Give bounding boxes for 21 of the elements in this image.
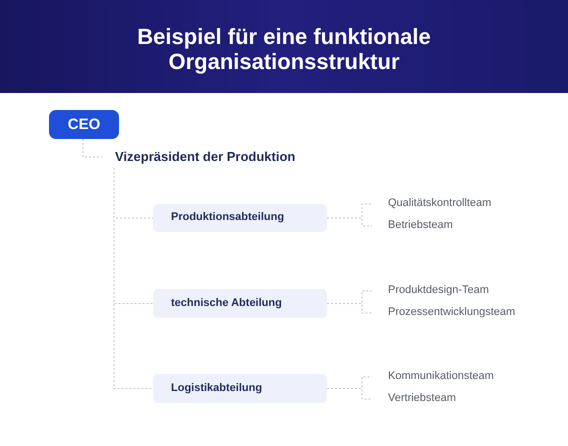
role-label: CEO bbox=[68, 117, 100, 132]
team-label: Produktdesign-Team bbox=[388, 284, 489, 298]
team-label: Kommunikationsteam bbox=[388, 370, 494, 384]
connector-line bbox=[326, 218, 372, 226]
department-box bbox=[153, 289, 327, 318]
role-box bbox=[49, 110, 119, 139]
title: Beispiel für eine funktionale Organisationsstruktur bbox=[136, 24, 432, 74]
department-label: Produktionsabteilung bbox=[171, 211, 284, 225]
role-label: Vizepräsident der Produktion bbox=[115, 148, 296, 166]
department-box bbox=[153, 374, 327, 403]
connector-line bbox=[114, 168, 154, 389]
connector-line bbox=[326, 303, 372, 314]
team-label: Prozessentwicklungsteam bbox=[388, 306, 516, 320]
department-label: Logistikabteilung bbox=[171, 382, 262, 396]
team-label: Vertriebsteam bbox=[388, 392, 456, 406]
connector-line bbox=[326, 388, 372, 400]
team-label: Betriebsteam bbox=[388, 219, 453, 233]
team-label: Qualitätskontrollteam bbox=[388, 197, 492, 211]
department-label: technische Abteilung bbox=[171, 296, 282, 310]
connector-line bbox=[82, 138, 102, 158]
department-box bbox=[153, 204, 327, 232]
